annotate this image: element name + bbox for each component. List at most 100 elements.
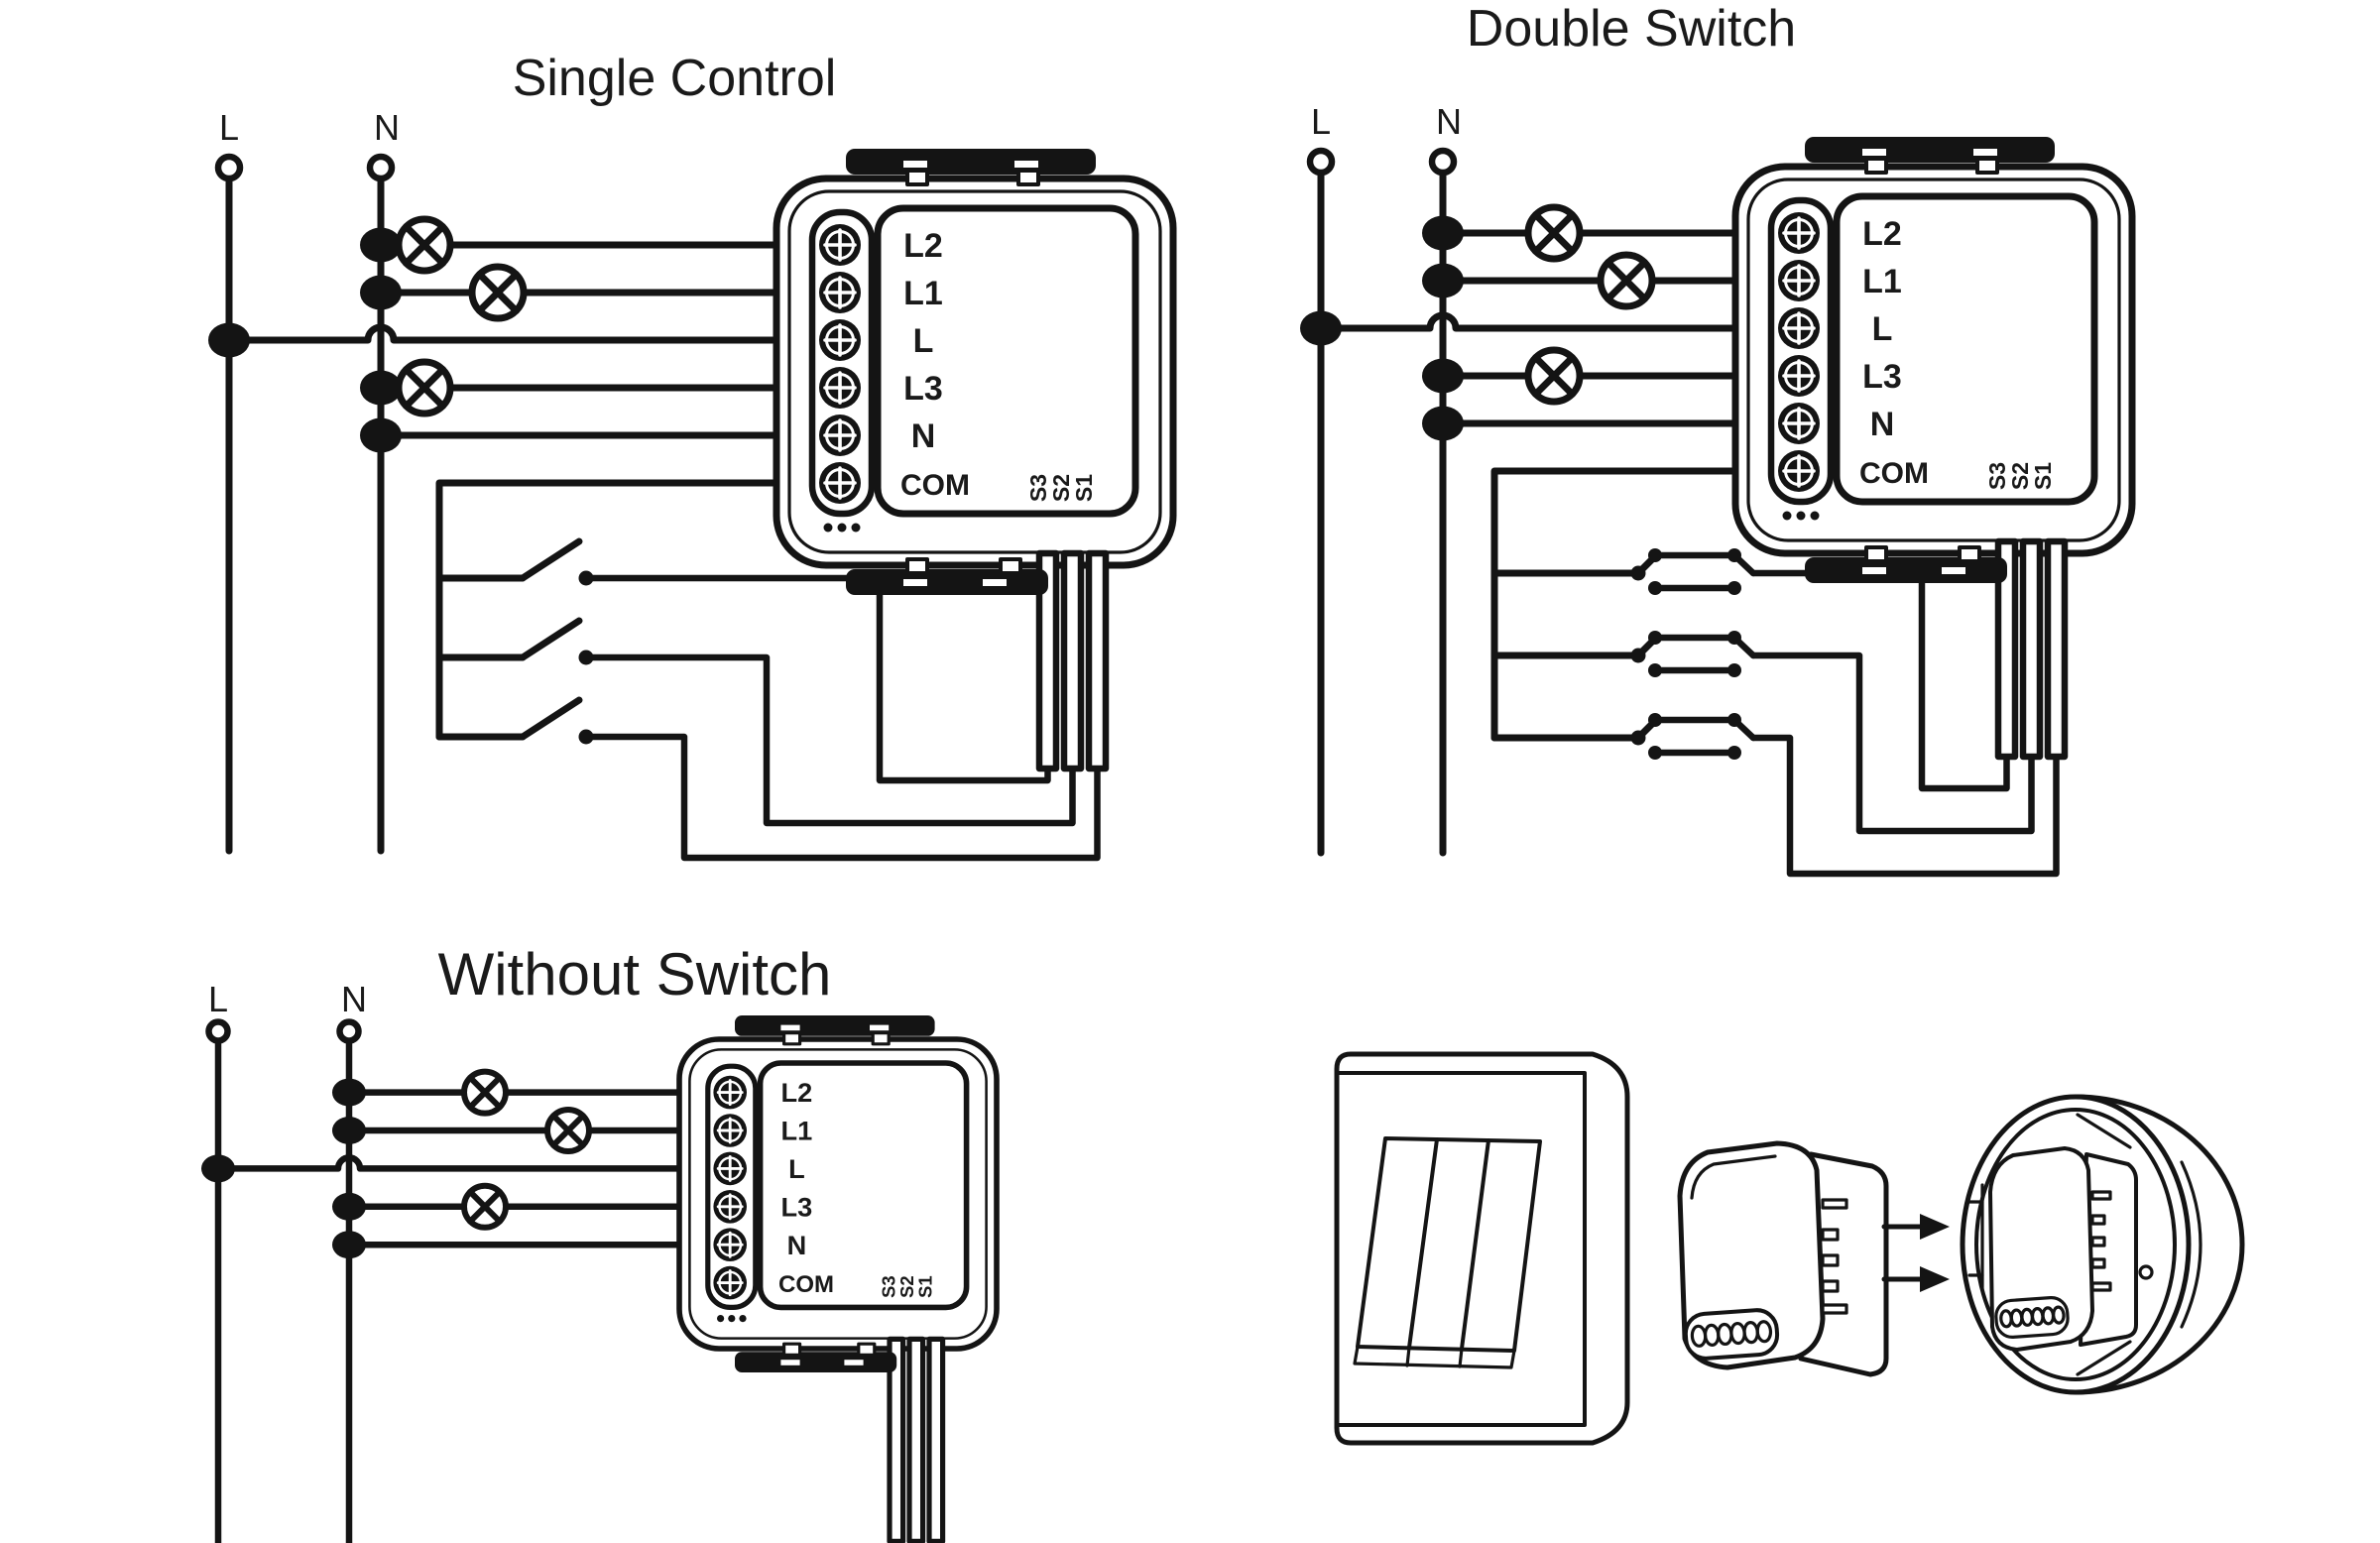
lamp-icon xyxy=(1524,346,1584,406)
single-terminal-label: N xyxy=(911,417,936,455)
plain-module-inner-line xyxy=(688,1048,988,1340)
rocker-divider xyxy=(1407,1137,1439,1350)
switch-blade xyxy=(519,537,583,582)
junction-dot xyxy=(332,1117,366,1144)
arrow-right-icon xyxy=(1881,1266,1950,1292)
module-terminal-strip-3d xyxy=(1683,1308,1780,1361)
junction-dot xyxy=(332,1231,366,1259)
wire-l-hop xyxy=(1317,311,1801,332)
double-terminal-label: L1 xyxy=(1862,263,1902,300)
plain-vent-dot xyxy=(717,1315,725,1323)
title-without-switch: Without Switch xyxy=(438,941,832,1008)
double-terminal-label: L3 xyxy=(1862,358,1902,396)
plain-terminal-label: L2 xyxy=(781,1077,813,1108)
double-module-inner-line xyxy=(1746,178,2121,542)
switch-simple-3 xyxy=(435,696,594,745)
single-vent-dot xyxy=(837,523,847,533)
double-vent-dot xyxy=(1782,511,1792,521)
l-terminal xyxy=(1306,147,1336,177)
double-terminal-label: N xyxy=(1870,406,1895,443)
single-module-inner-line xyxy=(787,189,1162,554)
wire-l-hop xyxy=(214,1154,736,1172)
junction-dot xyxy=(1422,358,1464,394)
module-pin xyxy=(1821,1303,1848,1315)
plain-signal-label: S1 xyxy=(914,1275,935,1298)
plain-screw-terminals xyxy=(713,1075,747,1300)
lamp-icon xyxy=(461,1068,509,1117)
double-vent-dot xyxy=(1796,511,1806,521)
route-s2 xyxy=(582,653,1076,827)
switch-two-way-1 xyxy=(1490,548,1757,595)
plain-terminal-label: L3 xyxy=(781,1191,813,1222)
inbox-terminal-strip xyxy=(1994,1296,2070,1339)
switch-two-way-3 xyxy=(1490,713,1757,760)
switch-blade xyxy=(519,617,583,661)
module-face-inner-line xyxy=(1690,1154,1777,1200)
plain-terminal-label: N xyxy=(787,1230,807,1260)
double-vent-dot xyxy=(1810,511,1820,521)
double-signal-label: S3 xyxy=(1984,462,2010,490)
double-terminal-label: L2 xyxy=(1862,215,1902,253)
lamp-icon xyxy=(395,358,454,417)
junction-dot xyxy=(360,370,402,406)
triple-rocker xyxy=(1353,1136,1542,1369)
single-clip-bottom xyxy=(846,569,1048,595)
n-label: N xyxy=(341,979,367,1019)
box-frame-line xyxy=(2076,1340,2132,1376)
plain-terminal-label: L xyxy=(788,1153,805,1184)
double-screw-terminals xyxy=(1778,212,1820,492)
route-s1 xyxy=(1749,734,2060,878)
plain-vent-dot xyxy=(739,1315,747,1323)
single-vent-dot xyxy=(851,523,861,533)
double-clip-top xyxy=(1805,137,2055,163)
plain-pigtail-wire-s3 xyxy=(887,1336,906,1543)
junction-dot xyxy=(1422,215,1464,251)
single-signal-label: S2 xyxy=(1048,474,1074,502)
lamp-icon xyxy=(468,263,528,322)
double-pigtail-wire-s3 xyxy=(1994,537,2019,761)
rocker-group xyxy=(1356,1136,1542,1353)
route-s3 xyxy=(582,574,1051,784)
plate-front-face xyxy=(1335,1071,1587,1427)
double-terminal-label: COM xyxy=(1859,457,1929,490)
double-clip-bottom xyxy=(1805,557,2007,583)
terminal-hole xyxy=(1755,1320,1773,1344)
installation-illustration xyxy=(1334,1051,2245,1446)
single-vent-dot xyxy=(823,523,833,533)
n-terminal xyxy=(1428,147,1458,177)
junction-dot xyxy=(1422,263,1464,298)
lamp-icon xyxy=(1524,203,1584,263)
single-terminal-label: L2 xyxy=(903,227,943,265)
wire-com-bus xyxy=(435,479,842,741)
n-label: N xyxy=(374,107,400,148)
double-signal-label: S1 xyxy=(2030,462,2056,490)
single-pigtail-wire-s1 xyxy=(1085,549,1110,772)
rocker-depth xyxy=(1353,1345,1516,1369)
plain-label-panel xyxy=(757,1060,970,1311)
switch-two-way-2 xyxy=(1490,631,1757,677)
junction-dot xyxy=(332,1192,366,1221)
single-clip-top xyxy=(846,149,1096,175)
module-in-box xyxy=(1988,1146,2138,1352)
switch-out-link xyxy=(1730,551,1757,577)
plain-signal-label: S3 xyxy=(879,1275,899,1298)
plain-clip-bottom xyxy=(735,1352,897,1372)
box-inner-rim xyxy=(1974,1108,2177,1381)
single-terminal-label: L xyxy=(913,322,934,360)
single-pigtail-wire-s2 xyxy=(1060,549,1085,772)
double-terminal-label: L xyxy=(1872,310,1893,348)
single-signal-label: S1 xyxy=(1071,474,1097,502)
l-label: L xyxy=(208,979,228,1019)
junction-dot xyxy=(360,275,402,310)
single-pigtail-wire-s3 xyxy=(1035,549,1060,772)
plain-pigtail-wire-s2 xyxy=(906,1336,926,1543)
route-s1 xyxy=(582,733,1101,862)
n-label: N xyxy=(1436,101,1462,142)
box-screw-hole xyxy=(2138,1264,2154,1280)
plain-vent-dot xyxy=(728,1315,736,1323)
junction-dot xyxy=(201,1154,235,1183)
